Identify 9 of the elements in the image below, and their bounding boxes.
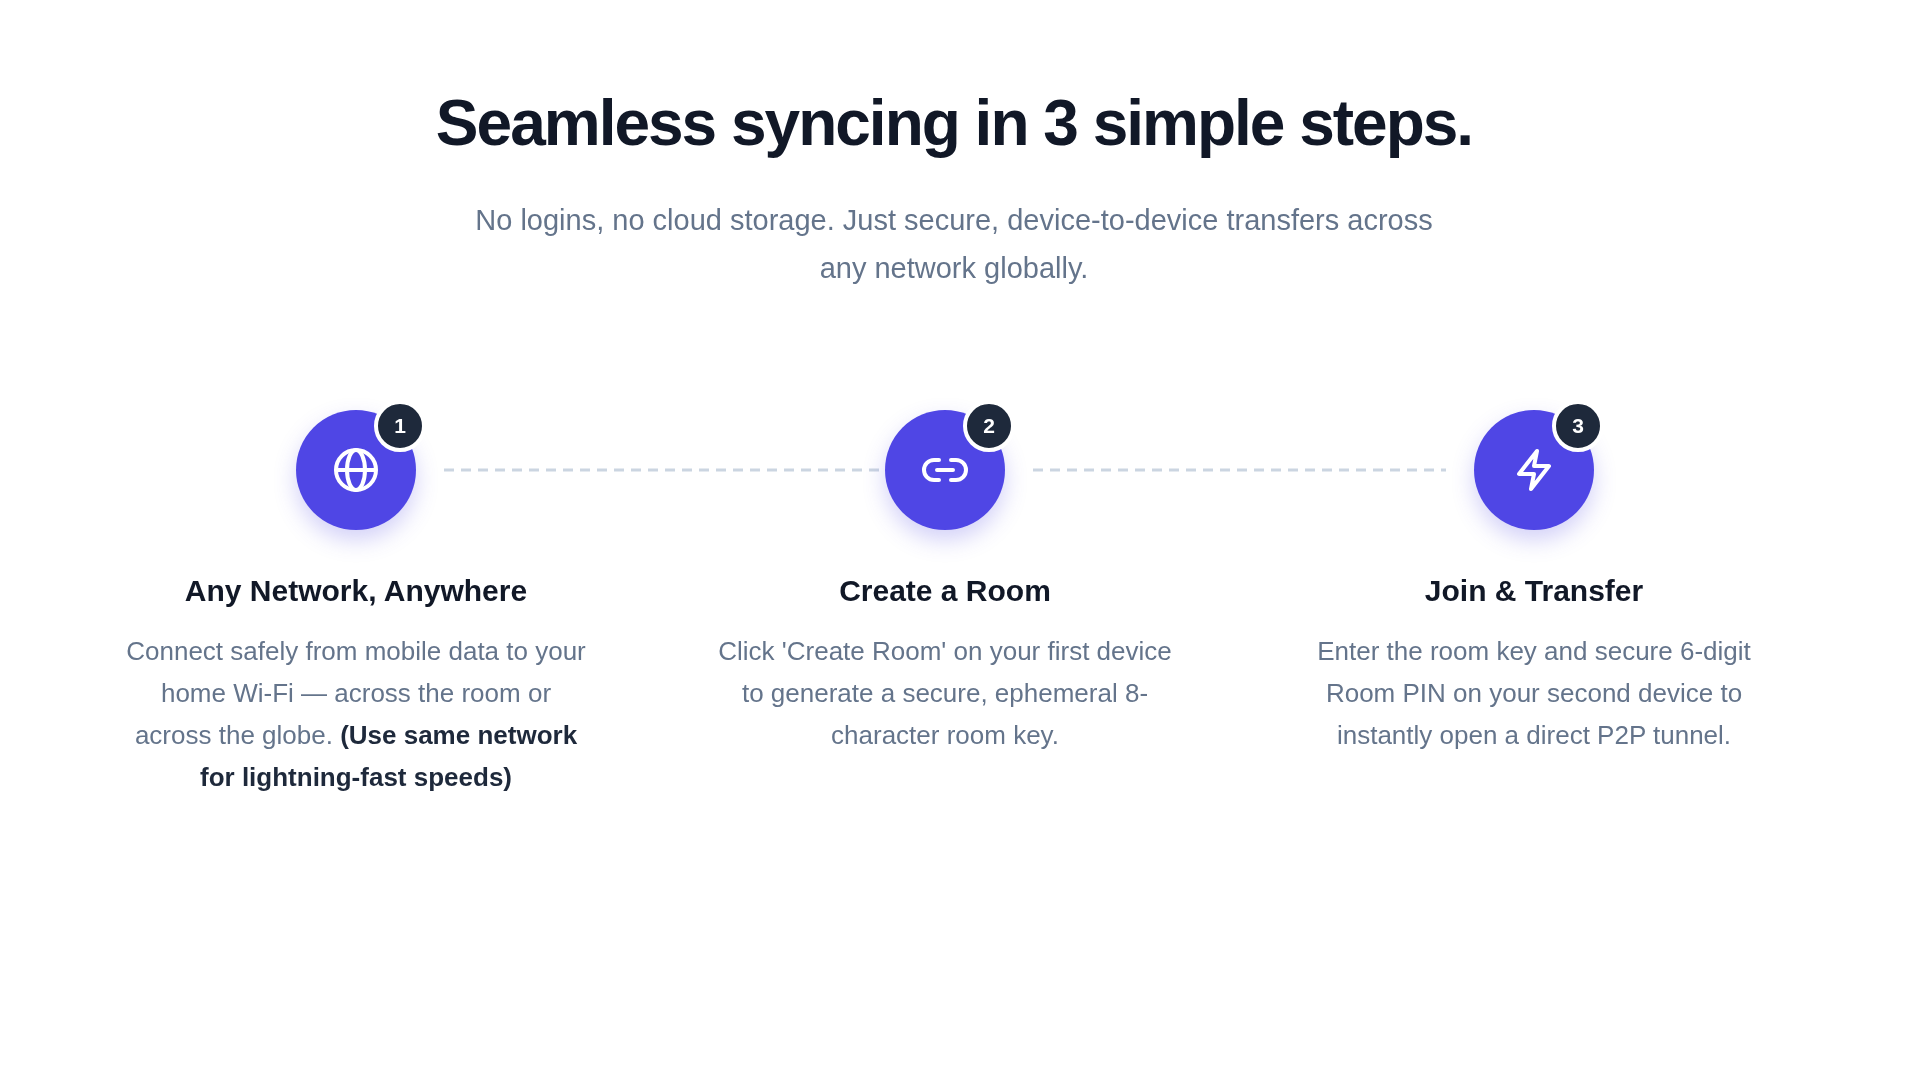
step-title: Create a Room: [838, 574, 1052, 608]
subtitle: No logins, no cloud storage. Just secure, device-to-device transfers across any network globally.: [474, 203, 1434, 286]
step-description: Connect safely from mobile data to your home Wi-Fi — across the room or across the globe. (Use same network for lightning-fast speeds): [125, 635, 587, 794]
step-description: Enter the room key and secure 6-digit Room PIN on your second device to instantly open a direct P2P tunnel.: [1316, 635, 1752, 752]
step-title: Any Network, Anywhere: [183, 574, 529, 608]
dashed-connector: [1033, 468, 1446, 472]
step-title: Join & Transfer: [1423, 574, 1645, 608]
heading: Seamless syncing in 3 simple steps.: [434, 86, 1474, 160]
step-description: Click 'Create Room' on your first device to generate a secure, ephemeral 8-character room key.: [717, 635, 1173, 752]
